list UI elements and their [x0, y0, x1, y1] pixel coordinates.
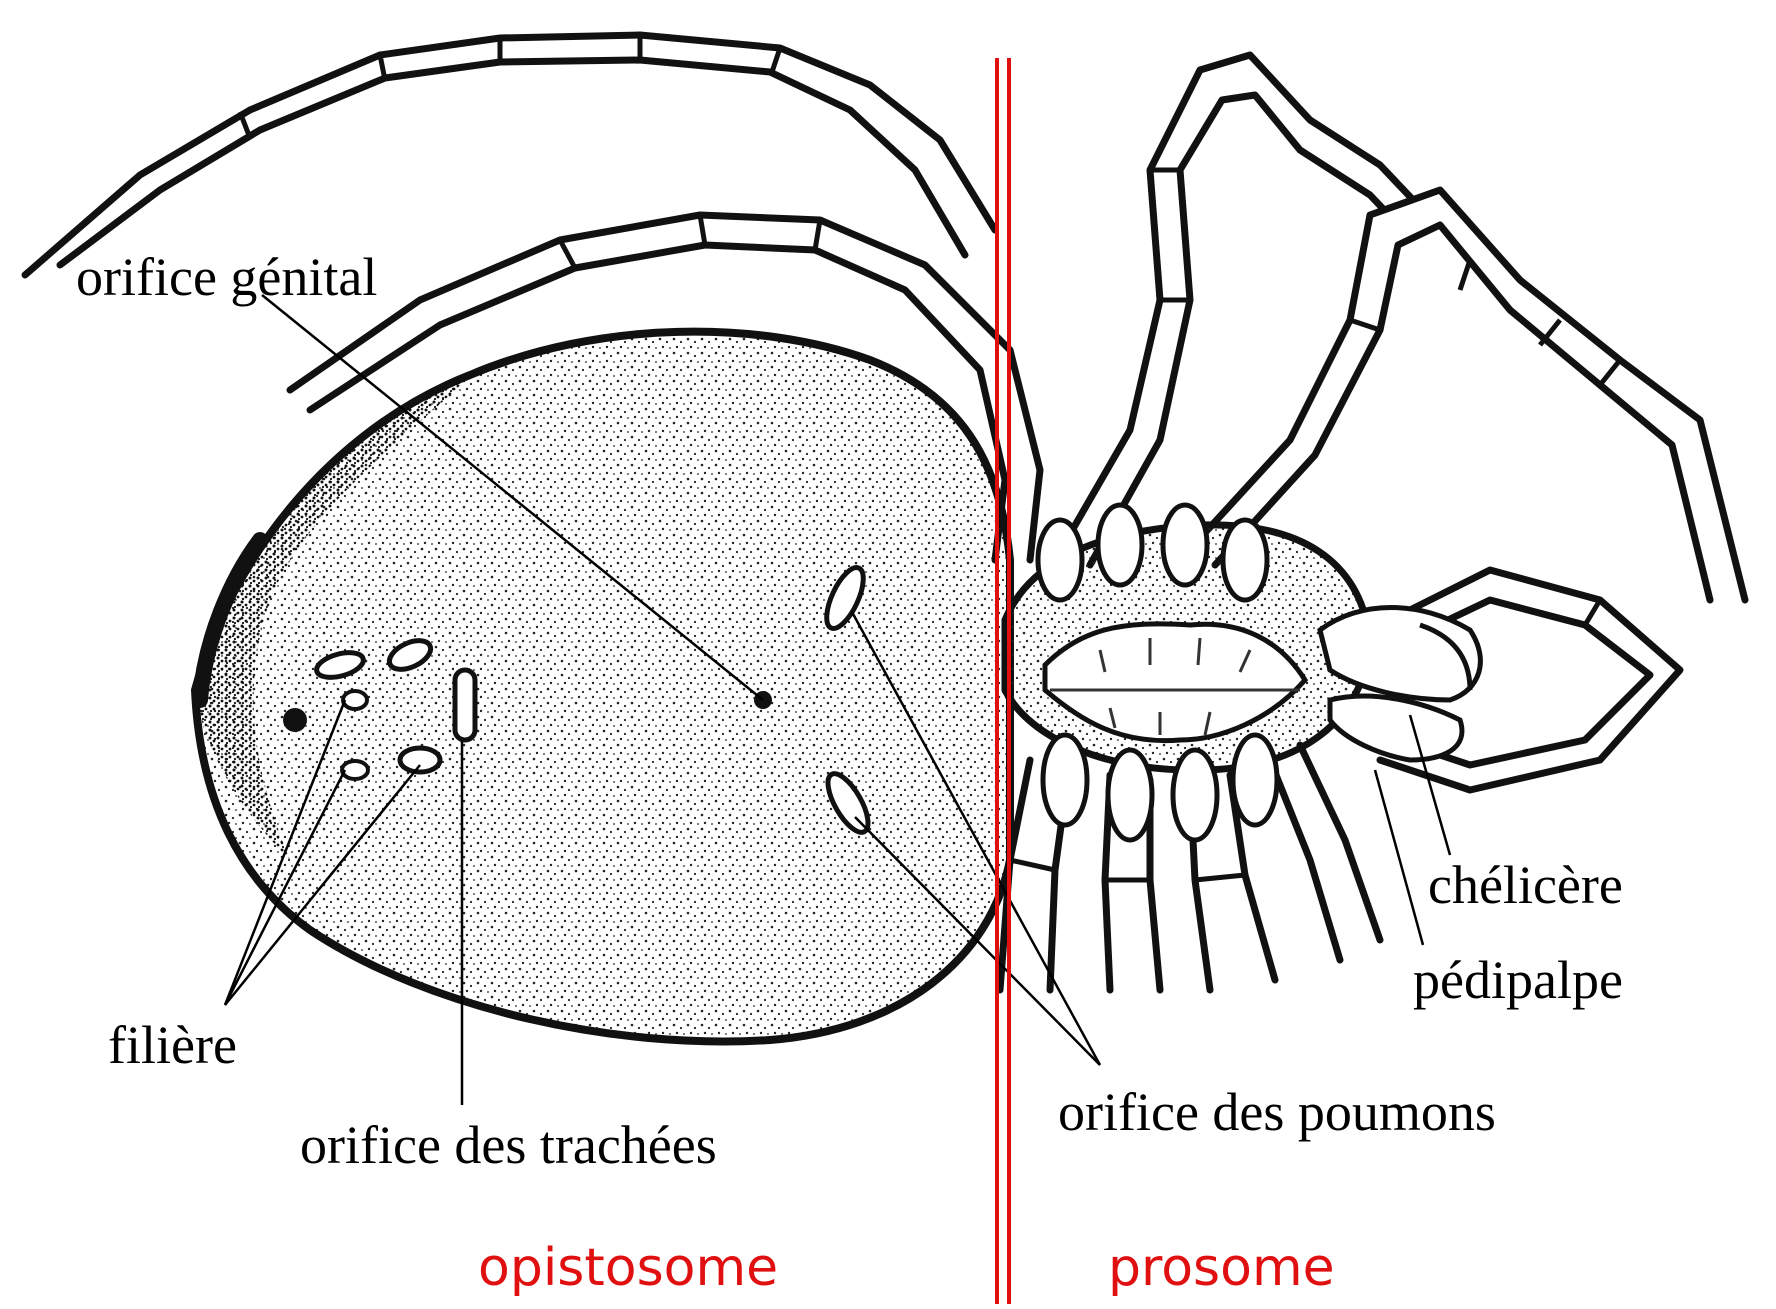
label-orifice-trachees: orifice des trachées: [300, 1118, 717, 1172]
leader-pedipalpe: [1375, 770, 1423, 945]
label-chelicere: chélicère: [1428, 858, 1623, 912]
abdomen: [195, 332, 1010, 1042]
label-pedipalpe: pédipalpe: [1413, 953, 1623, 1007]
label-orifice-poumons: orifice des poumons: [1058, 1085, 1496, 1139]
tracheal-opening: [455, 670, 475, 740]
label-orifice-genital: orifice génital: [76, 250, 377, 304]
label-filiere: filière: [108, 1018, 237, 1072]
leg-lower-4: [1270, 760, 1340, 960]
region-label-prosome: prosome: [1108, 1242, 1335, 1294]
spinneret-3: [400, 748, 440, 772]
region-label-opistosome: opistosome: [478, 1242, 778, 1294]
